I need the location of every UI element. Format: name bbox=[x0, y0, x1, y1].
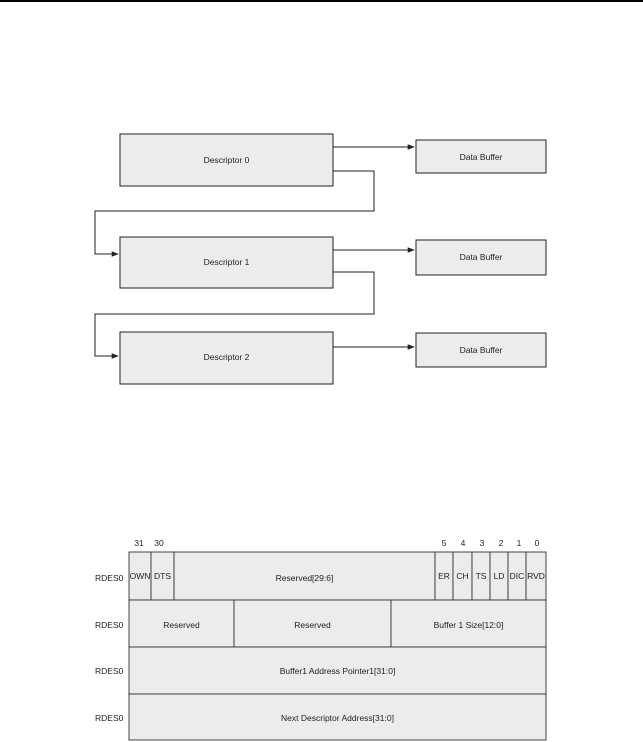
register-row-2: Buffer1 Address Pointer1[31:0] bbox=[128, 646, 547, 695]
cell-ts-label: TS bbox=[476, 571, 487, 581]
descriptor-0-box: Descriptor 0 bbox=[119, 133, 334, 187]
descriptor-chain: Descriptor 0 Descriptor 1 Descriptor 2 D… bbox=[94, 133, 547, 385]
chain-link-1-to-2 bbox=[94, 271, 375, 359]
bit-30-label: 30 bbox=[154, 538, 164, 548]
cell-dic-label: DIC bbox=[510, 571, 525, 581]
cell-ld-label: LD bbox=[494, 571, 505, 581]
descriptor-1-label: Descriptor 1 bbox=[204, 257, 250, 267]
bit-1-label: 1 bbox=[517, 538, 522, 548]
data-buffer-0-label: Data Buffer bbox=[460, 152, 503, 162]
descriptor-1-box: Descriptor 1 bbox=[119, 236, 334, 289]
cell-buffer-size bbox=[390, 599, 547, 648]
register-layout: 31 30 5 4 3 2 1 0 RDES0 RDES0 RDES0 RDES… bbox=[95, 538, 547, 741]
cell-reserved-a bbox=[128, 599, 235, 648]
cell-rvd-label: RVD bbox=[527, 571, 545, 581]
row-label-1: RDES0 bbox=[95, 620, 124, 630]
data-buffer-1-box: Data Buffer bbox=[415, 239, 547, 276]
data-buffer-0-box: Data Buffer bbox=[415, 139, 547, 174]
register-row-3: Next Descriptor Address[31:0] bbox=[128, 693, 547, 741]
bit-3-label: 3 bbox=[480, 538, 485, 548]
cell-buffer-pointer-label: Buffer1 Address Pointer1[31:0] bbox=[280, 666, 396, 676]
descriptor-2-box: Descriptor 2 bbox=[119, 331, 334, 385]
bit-0-label: 0 bbox=[535, 538, 540, 548]
cell-er-label: ER bbox=[438, 571, 450, 581]
cell-reserved-a-label: Reserved bbox=[163, 620, 200, 630]
data-buffer-1-label: Data Buffer bbox=[460, 252, 503, 262]
cell-buffer-size-label: Buffer 1 Size[12:0] bbox=[434, 620, 504, 630]
bit-2-label: 2 bbox=[499, 538, 504, 548]
cell-reserved-29-6-label: Reserved[29:6] bbox=[276, 573, 334, 583]
row-label-3: RDES0 bbox=[95, 713, 124, 723]
bit-4-label: 4 bbox=[461, 538, 466, 548]
cell-reserved-b-label: Reserved bbox=[294, 620, 331, 630]
cell-dts-label: DTS bbox=[154, 571, 171, 581]
descriptor-0-label: Descriptor 0 bbox=[204, 155, 250, 165]
cell-next-address-label: Next Descriptor Address[31:0] bbox=[281, 713, 394, 723]
cell-own-label: OWN bbox=[130, 571, 151, 581]
chain-link-0-to-1 bbox=[94, 170, 375, 257]
bit-31-label: 31 bbox=[134, 538, 144, 548]
cell-reserved-29-6 bbox=[173, 551, 436, 601]
top-rule bbox=[0, 0, 643, 2]
register-row-1: Reserved Reserved Buffer 1 Size[12:0] bbox=[128, 599, 547, 648]
data-buffer-2-label: Data Buffer bbox=[460, 345, 503, 355]
register-row-0: OWN DTS Reserved[29:6] ER CH TS LD DIC R… bbox=[128, 551, 547, 601]
descriptor-2-label: Descriptor 2 bbox=[204, 352, 250, 362]
cell-next-address bbox=[128, 693, 547, 741]
data-buffer-2-box: Data Buffer bbox=[415, 332, 547, 368]
row-label-0: RDES0 bbox=[95, 573, 124, 583]
cell-ch-label: CH bbox=[456, 571, 468, 581]
row-label-2: RDES0 bbox=[95, 666, 124, 676]
bit-5-label: 5 bbox=[442, 538, 447, 548]
